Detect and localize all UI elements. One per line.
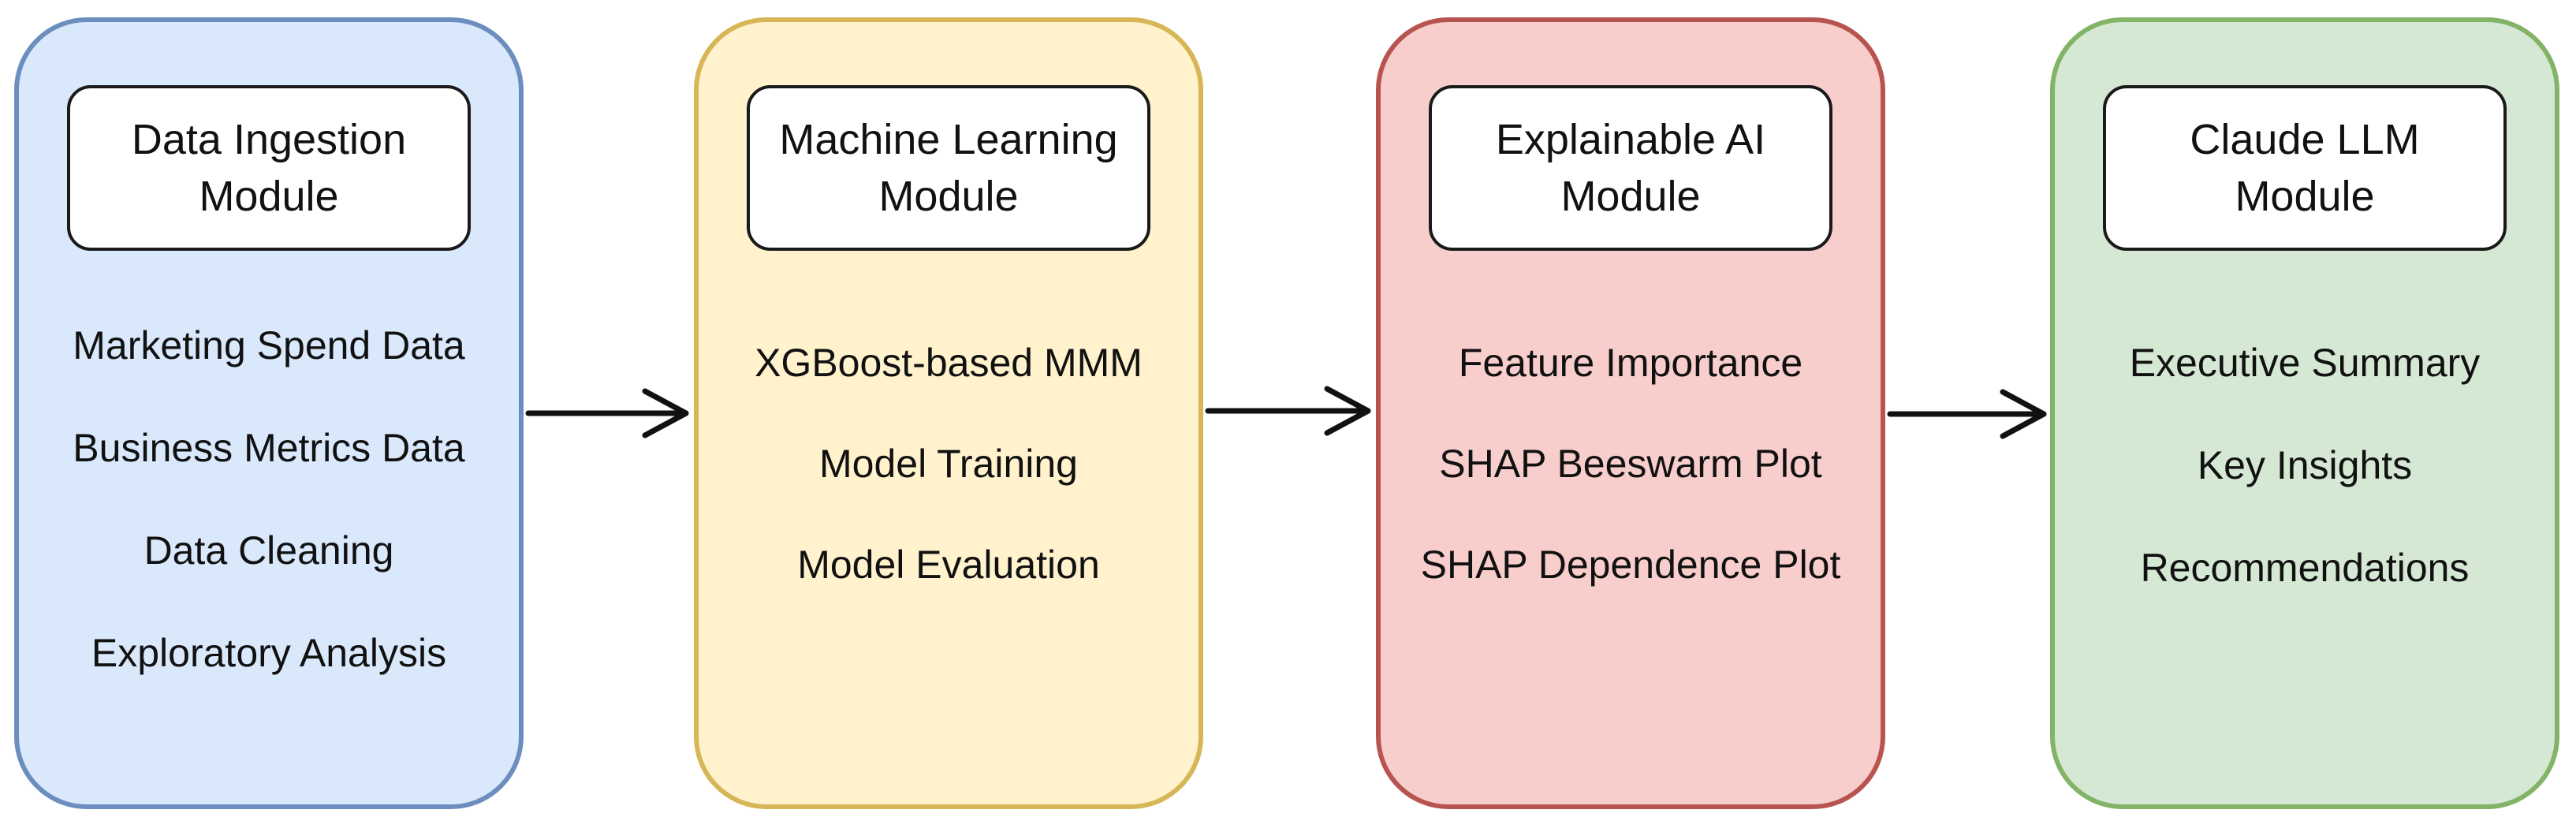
explainable-ai-module: Explainable AI Module Feature Importance… — [1376, 17, 1885, 809]
module-item: Data Cleaning — [144, 528, 394, 573]
arrow-ml-to-xai — [1205, 386, 1371, 436]
module-item: Recommendations — [2140, 546, 2470, 590]
arrow-ingestion-to-ml — [525, 388, 689, 438]
module-item: Marketing Spend Data — [73, 323, 465, 367]
module-item: SHAP Beeswarm Plot — [1439, 442, 1822, 486]
module-title-box: Explainable AI Module — [1429, 85, 1832, 251]
module-item-list: XGBoost-based MMM Model Training Model E… — [699, 341, 1199, 587]
arrow-xai-to-llm — [1887, 389, 2047, 439]
module-title-box: Claude LLM Module — [2103, 85, 2507, 251]
module-item-list: Executive Summary Key Insights Recommend… — [2055, 341, 2555, 590]
module-item: SHAP Dependence Plot — [1420, 543, 1841, 587]
module-item: Model Evaluation — [797, 543, 1100, 587]
data-ingestion-module: Data Ingestion Module Marketing Spend Da… — [14, 17, 524, 809]
module-item-list: Feature Importance SHAP Beeswarm Plot SH… — [1381, 341, 1881, 587]
module-title-box: Data Ingestion Module — [67, 85, 471, 251]
claude-llm-module: Claude LLM Module Executive Summary Key … — [2050, 17, 2559, 809]
machine-learning-module: Machine Learning Module XGBoost-based MM… — [694, 17, 1203, 809]
module-title-box: Machine Learning Module — [747, 85, 1150, 251]
module-item: Exploratory Analysis — [91, 631, 447, 675]
module-item: Business Metrics Data — [73, 426, 465, 470]
module-title: Claude LLM Module — [2190, 116, 2420, 220]
module-item: Executive Summary — [2129, 341, 2481, 385]
module-item: Model Training — [819, 442, 1078, 486]
module-title: Data Ingestion Module — [131, 116, 407, 220]
module-item: Key Insights — [2197, 443, 2413, 487]
module-item-list: Marketing Spend Data Business Metrics Da… — [19, 323, 519, 675]
module-item: Feature Importance — [1458, 341, 1803, 385]
module-title: Machine Learning Module — [779, 116, 1118, 220]
module-item: XGBoost-based MMM — [755, 341, 1143, 385]
module-title: Explainable AI Module — [1495, 116, 1766, 220]
